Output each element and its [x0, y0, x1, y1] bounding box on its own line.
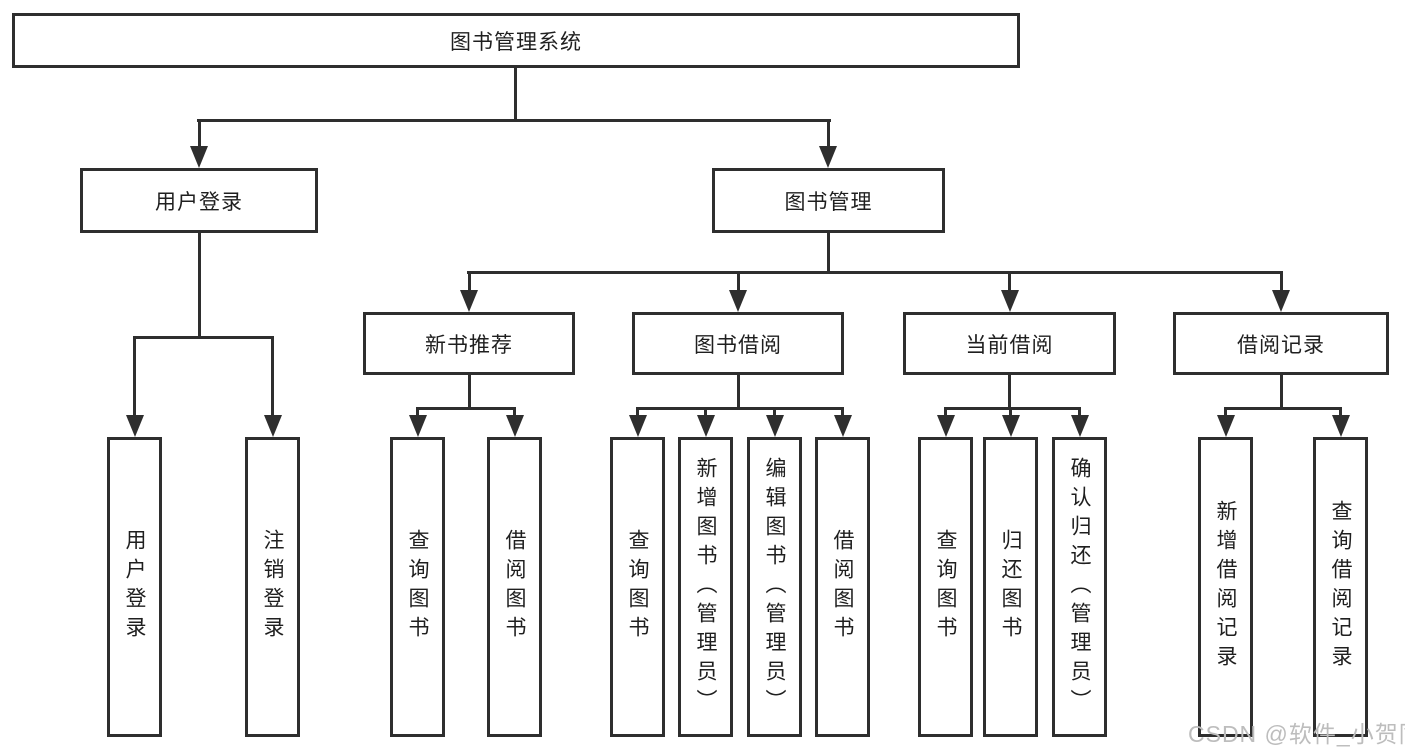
arrowhead-down-icon	[1272, 290, 1290, 312]
arrowhead-down-icon	[1001, 290, 1019, 312]
connector-hline	[636, 407, 844, 410]
leaf-add-borrow-record: 新增借阅记录	[1198, 437, 1253, 737]
connector-vline	[944, 410, 947, 416]
connector-vline	[513, 410, 516, 416]
arrowhead-down-icon	[834, 415, 852, 437]
connector-vline	[1008, 375, 1011, 407]
connector-vline	[198, 122, 201, 146]
connector-vline	[827, 122, 830, 146]
connector-vline	[1280, 274, 1283, 291]
node-label: 查询借阅记录	[1329, 500, 1352, 674]
node-label: 归还图书	[999, 529, 1022, 645]
connector-hline	[944, 407, 1081, 410]
leaf-query-borrow-record: 查询借阅记录	[1313, 437, 1368, 737]
node-borrowing-records: 借阅记录	[1173, 312, 1389, 375]
connector-vline	[773, 410, 776, 416]
connector-vline	[271, 339, 274, 415]
node-new-book-recommend: 新书推荐	[363, 312, 575, 375]
arrowhead-down-icon	[766, 415, 784, 437]
connector-vline	[1339, 410, 1342, 416]
node-label: 注销登录	[261, 529, 284, 645]
connector-vline	[1008, 274, 1011, 291]
connector-vline	[1280, 375, 1283, 407]
node-label: 查询图书	[934, 529, 957, 645]
leaf-user-login: 用户登录	[107, 437, 162, 737]
arrowhead-down-icon	[697, 415, 715, 437]
node-label: 查询图书	[406, 529, 429, 645]
connector-hline	[197, 119, 831, 122]
connector-hline	[467, 271, 1283, 274]
arrowhead-down-icon	[506, 415, 524, 437]
leaf-return-books: 归还图书	[983, 437, 1038, 737]
arrowhead-down-icon	[460, 290, 478, 312]
arrowhead-down-icon	[729, 290, 747, 312]
node-label: 编辑图书（管理员）	[763, 456, 786, 718]
node-label: 借阅图书	[503, 529, 526, 645]
arrowhead-down-icon	[409, 415, 427, 437]
arrowhead-down-icon	[1217, 415, 1235, 437]
connector-hline	[133, 336, 274, 339]
connector-vline	[133, 339, 136, 415]
connector-vline	[737, 375, 740, 407]
arrowhead-down-icon	[264, 415, 282, 437]
connector-vline	[514, 66, 517, 119]
leaf-query-books-recommend: 查询图书	[390, 437, 445, 737]
leaf-edit-books-admin: 编辑图书（管理员）	[747, 437, 802, 737]
node-book-management: 图书管理	[712, 168, 945, 233]
leaf-borrow-books: 借阅图书	[815, 437, 870, 737]
connector-vline	[468, 375, 471, 407]
watermark: CSDN @软件_小贺同学	[1188, 721, 1405, 747]
arrowhead-down-icon	[190, 146, 208, 168]
connector-vline	[827, 233, 830, 271]
arrowhead-down-icon	[819, 146, 837, 168]
arrowhead-down-icon	[1071, 415, 1089, 437]
connector-vline	[198, 233, 201, 336]
connector-vline	[1078, 410, 1081, 416]
arrowhead-down-icon	[1332, 415, 1350, 437]
connector-vline	[841, 410, 844, 416]
arrowhead-down-icon	[937, 415, 955, 437]
connector-hline	[416, 407, 516, 410]
connector-vline	[468, 274, 471, 291]
leaf-borrow-books-recommend: 借阅图书	[487, 437, 542, 737]
connector-vline	[1009, 410, 1012, 416]
node-label: 新增图书（管理员）	[694, 456, 717, 718]
arrowhead-down-icon	[126, 415, 144, 437]
node-label: 确认归还（管理员）	[1068, 456, 1091, 718]
arrowhead-down-icon	[629, 415, 647, 437]
node-label: 借阅图书	[831, 529, 854, 645]
leaf-logout: 注销登录	[245, 437, 300, 737]
node-library-system: 图书管理系统	[12, 13, 1020, 68]
leaf-query-books-current: 查询图书	[918, 437, 973, 737]
connector-vline	[704, 410, 707, 416]
connector-hline	[1224, 407, 1342, 410]
leaf-confirm-return-admin: 确认归还（管理员）	[1052, 437, 1107, 737]
node-label: 查询图书	[626, 529, 649, 645]
connector-vline	[1224, 410, 1227, 416]
leaf-add-books-admin: 新增图书（管理员）	[678, 437, 733, 737]
node-label: 新增借阅记录	[1214, 500, 1237, 674]
arrowhead-down-icon	[1002, 415, 1020, 437]
leaf-query-books-borrowing: 查询图书	[610, 437, 665, 737]
node-book-borrowing: 图书借阅	[632, 312, 844, 375]
connector-vline	[416, 410, 419, 416]
node-current-borrowing: 当前借阅	[903, 312, 1116, 375]
connector-vline	[737, 274, 740, 291]
node-label: 用户登录	[123, 529, 146, 645]
node-user-login: 用户登录	[80, 168, 318, 233]
connector-vline	[636, 410, 639, 416]
